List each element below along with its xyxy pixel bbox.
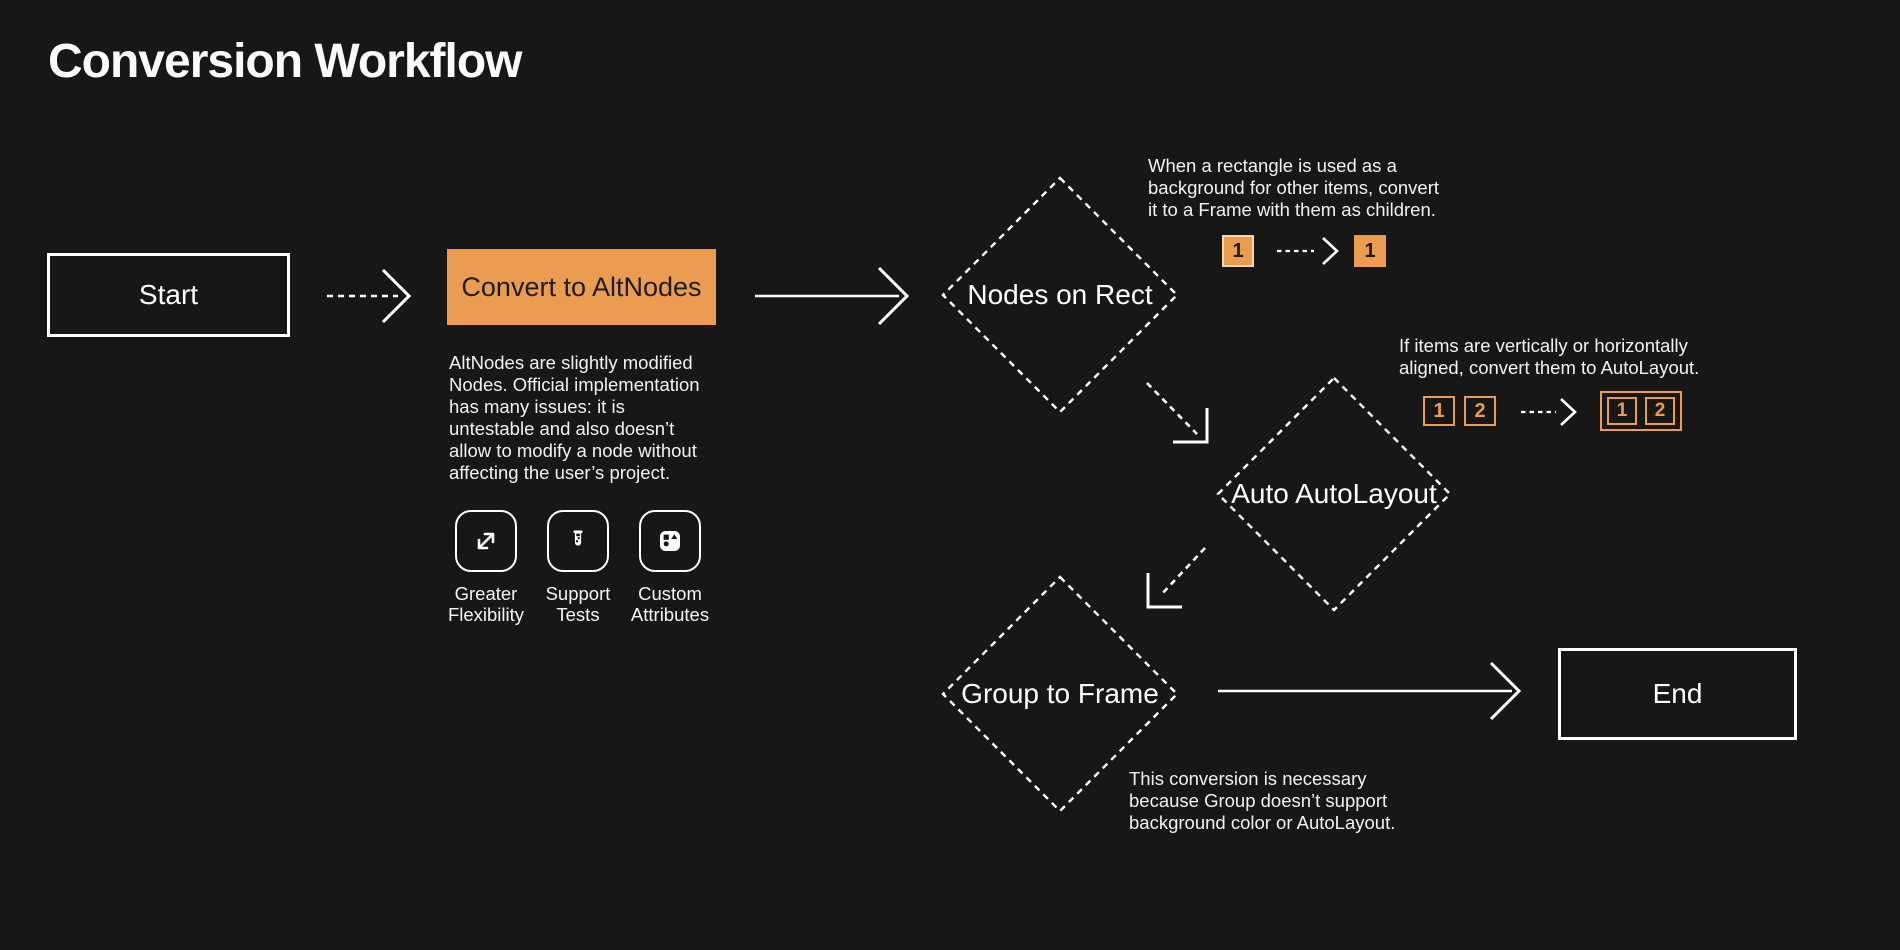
nodes-on-rect-label: Nodes on Rect (967, 279, 1153, 310)
feature-greater-flexibility: Greater Flexibility (416, 510, 556, 625)
convert-to-altnodes-node[interactable]: Convert to AltNodes (447, 249, 716, 325)
nodes-on-rect-node[interactable]: Nodes on Rect (943, 178, 1177, 412)
altnodes-description: AltNodes are slightly modified Nodes. Of… (449, 352, 700, 483)
feature-box (455, 510, 517, 572)
auto-badges-before: 1 2 (1423, 396, 1496, 426)
feature-label: Support Tests (545, 583, 611, 625)
group-to-frame-note: This conversion is necessary because Gro… (1129, 768, 1396, 833)
arrow-group-to-end (1218, 661, 1522, 721)
end-node-label: End (1652, 678, 1703, 709)
arrow-start-to-convert (327, 268, 412, 324)
feature-label: Greater Flexibility (447, 583, 525, 625)
start-node[interactable]: Start (47, 253, 290, 337)
expand-icon (477, 532, 495, 550)
rect-badge-before: 1 (1222, 235, 1254, 267)
feature-box (547, 510, 609, 572)
feature-label: Custom Attributes (630, 583, 710, 625)
arrow-rect-badge (1277, 237, 1339, 265)
group-to-frame-label: Group to Frame (961, 678, 1159, 709)
badge: 1 (1423, 396, 1455, 426)
auto-autolayout-node[interactable]: Auto AutoLayout (1218, 378, 1450, 610)
page-title: Conversion Workflow (48, 35, 522, 88)
badge: 2 (1645, 397, 1675, 425)
auto-badges-after-frame: 1 2 (1600, 391, 1682, 431)
feature-box (639, 510, 701, 572)
group-to-frame-node[interactable]: Group to Frame (943, 577, 1177, 811)
nodes-on-rect-note: When a rectangle is used as a background… (1148, 155, 1440, 220)
start-node-label: Start (138, 279, 199, 310)
badge: 2 (1464, 396, 1496, 426)
rect-badge-after: 1 (1354, 235, 1386, 267)
arrow-auto-badge (1521, 398, 1577, 426)
convert-node-label: Convert to AltNodes (461, 271, 702, 302)
feature-support-tests: Support Tests (508, 510, 648, 625)
shapes-icon (660, 531, 680, 551)
auto-autolayout-label: Auto AutoLayout (1231, 478, 1437, 509)
auto-autolayout-note: If items are vertically or horizontally … (1399, 335, 1700, 378)
feature-custom-attributes: Custom Attributes (600, 510, 740, 625)
badge: 1 (1607, 397, 1637, 425)
end-node[interactable]: End (1558, 648, 1797, 740)
arrow-convert-to-rect (755, 266, 910, 326)
test-tube-icon (573, 530, 583, 546)
